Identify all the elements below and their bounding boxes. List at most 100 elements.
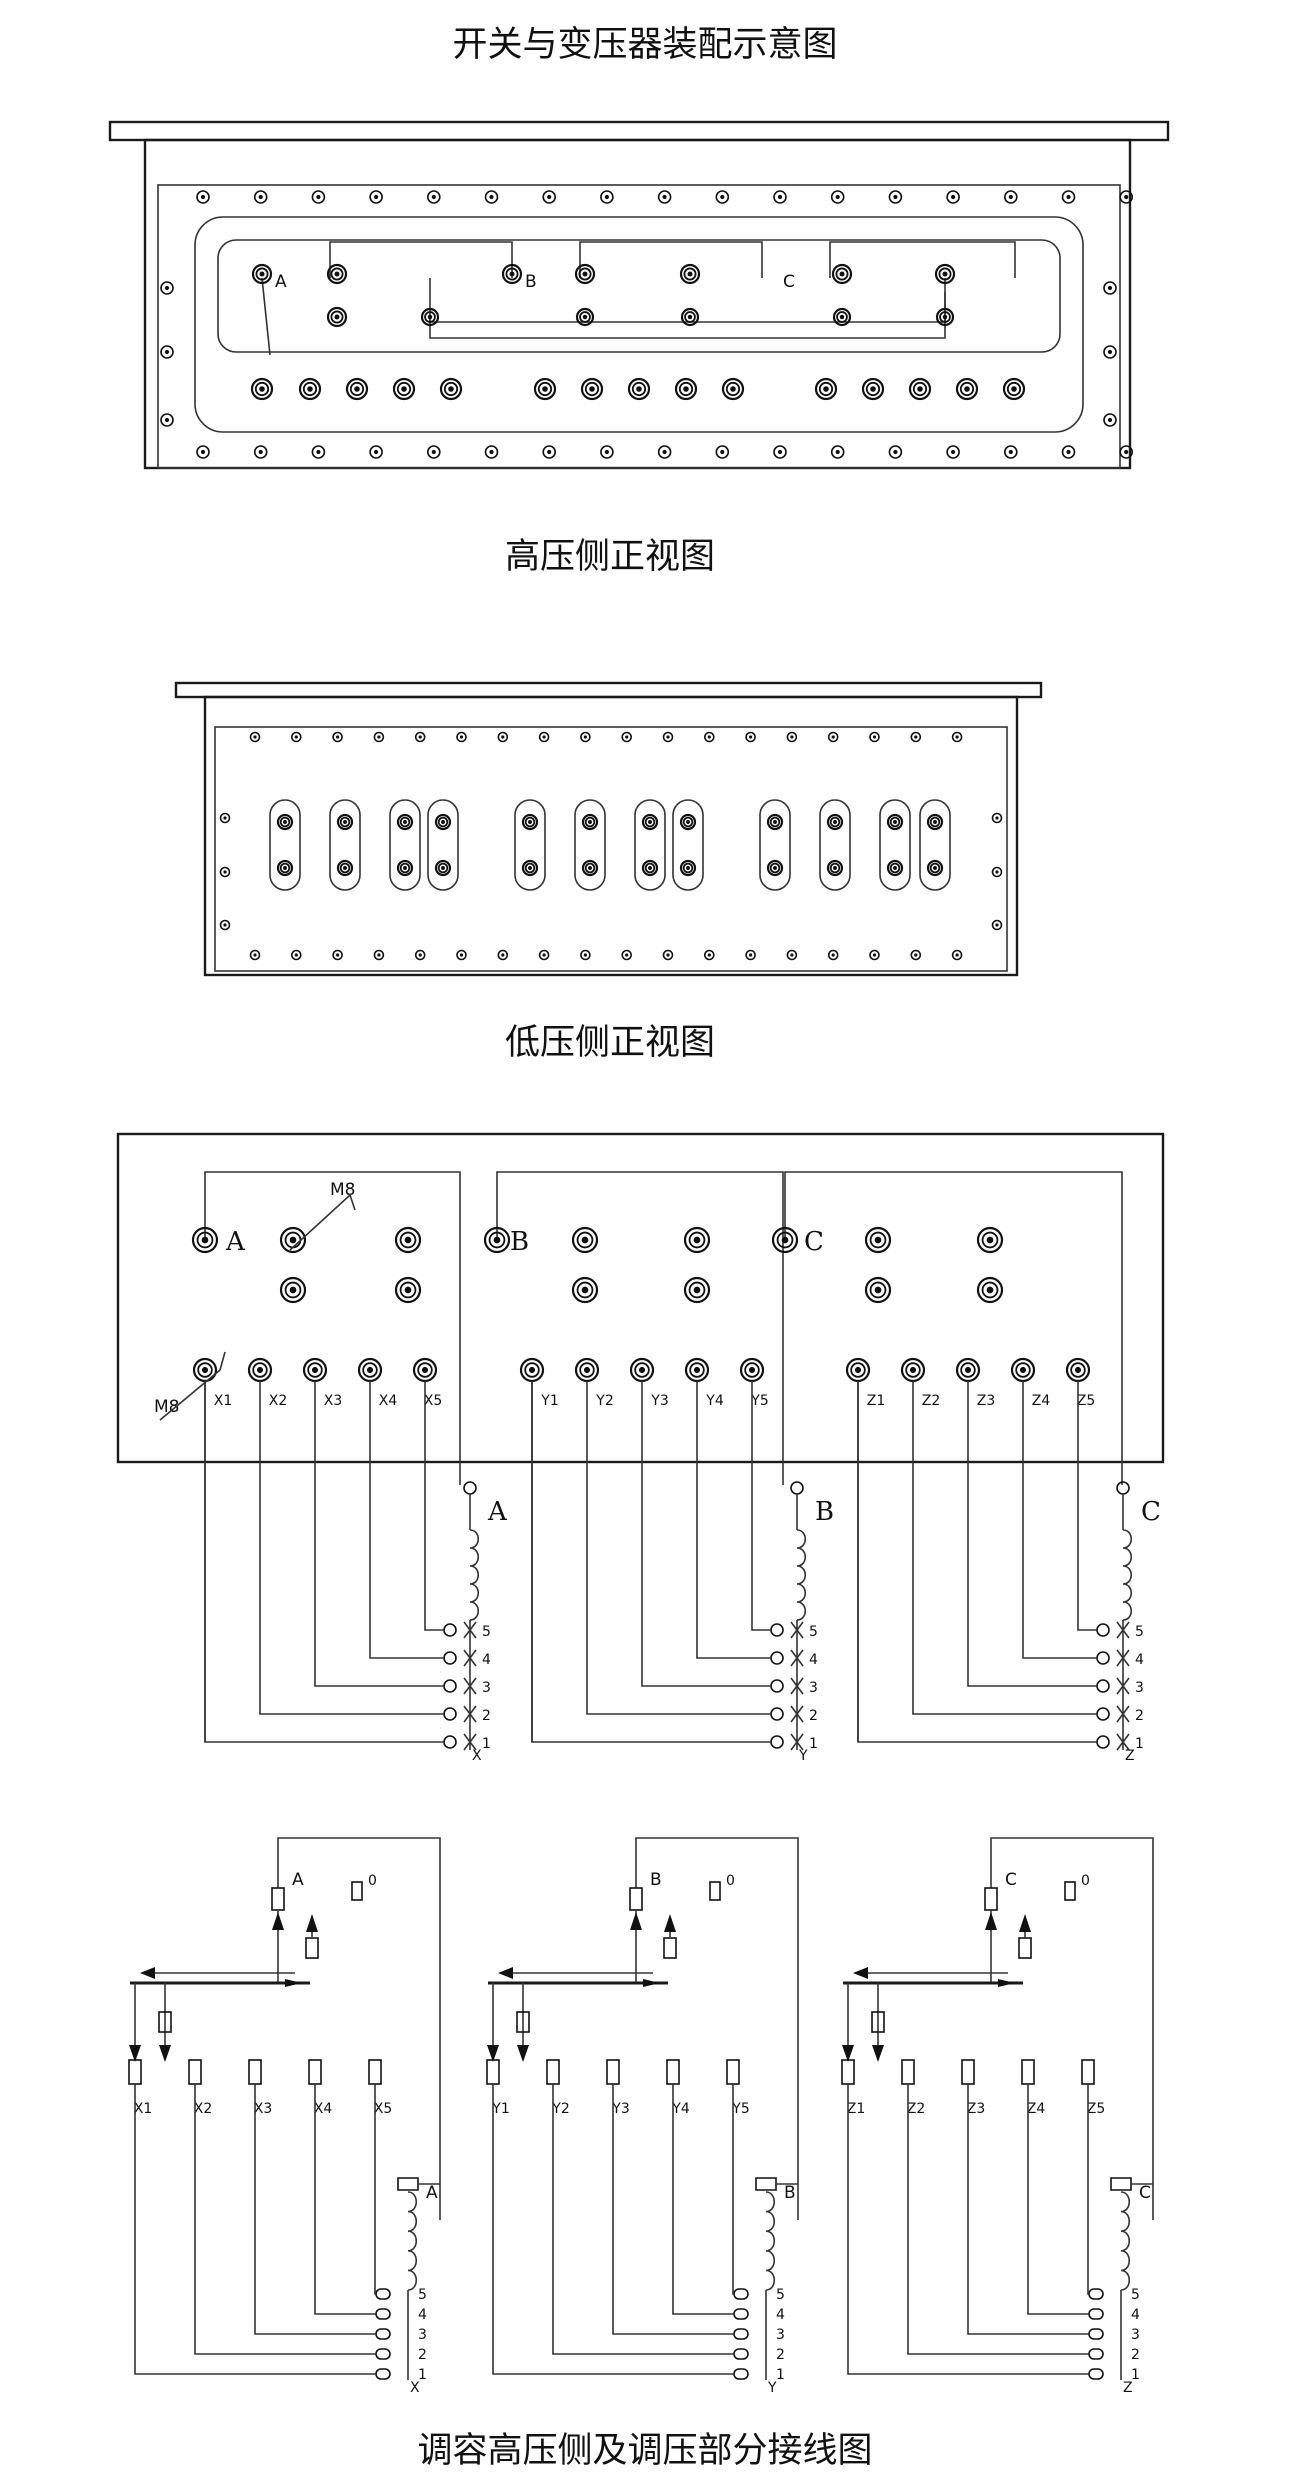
- tap-wire: [369, 1381, 444, 1659]
- tap-contact: [375, 2328, 391, 2340]
- tap-number: 1: [809, 1736, 818, 1752]
- tap-contact: [1096, 1651, 1110, 1665]
- tap-wire: [967, 1381, 1097, 1687]
- slot-terminal: [826, 859, 844, 877]
- slot-terminal: [886, 859, 904, 877]
- high-terminal: [680, 307, 700, 327]
- tap-terminal: [900, 1357, 926, 1383]
- tap-fuse: [901, 2059, 915, 2085]
- mid-terminal: [864, 1276, 892, 1304]
- bolt-label-lower: M8: [154, 1397, 179, 1417]
- mid-terminal: [394, 1276, 422, 1304]
- winding-phase-label: C: [1141, 1497, 1161, 1527]
- tap-wire: [907, 2084, 1089, 2355]
- mid-terminal: [683, 1276, 711, 1304]
- lower-bolt: [814, 377, 838, 401]
- tap-label: Z3: [977, 1393, 996, 1409]
- tap-contact: [1088, 2288, 1104, 2300]
- arrow-up: [630, 1912, 642, 1930]
- perimeter-bolt: [1103, 345, 1117, 359]
- perimeter-bolt: [542, 445, 557, 459]
- lower-bolt: [392, 377, 416, 401]
- tap-contact: [1088, 2368, 1104, 2380]
- tap-contact: [733, 2328, 749, 2340]
- tap-label: X1: [214, 1393, 233, 1409]
- high-side-front-view: A B C: [108, 120, 1170, 470]
- arrow-up: [306, 1914, 318, 1932]
- coil-winding: [407, 2191, 418, 2291]
- high-perimeter-bolts-side: [160, 281, 1117, 427]
- tap-number: 3: [418, 2327, 427, 2343]
- tap-number: 3: [482, 1680, 491, 1696]
- tap-label: Z1: [847, 2101, 866, 2117]
- perimeter-bolt: [497, 731, 509, 743]
- tap-fuse: [248, 2059, 262, 2085]
- winding-phase-label: A: [487, 1497, 508, 1527]
- tap-wire: [259, 1381, 444, 1715]
- lower-bolt: [345, 377, 369, 401]
- tap-number: 5: [1135, 1624, 1144, 1640]
- perimeter-bolt: [830, 190, 845, 204]
- terminal-slot: [329, 799, 361, 891]
- tap-wire: [492, 2084, 734, 2375]
- tap-contact: [770, 1651, 784, 1665]
- tap-wire: [134, 2084, 376, 2375]
- slot-terminal: [336, 813, 354, 831]
- low-side-caption: 低压侧正视图: [505, 1023, 715, 1063]
- zero-label: 0: [368, 1873, 377, 1889]
- perimeter-bolt: [484, 190, 499, 204]
- low-side-front-view: [174, 681, 1043, 977]
- lower-bolt: [298, 377, 322, 401]
- tap-terminal: [1010, 1357, 1036, 1383]
- tap-number: 4: [776, 2307, 785, 2323]
- mid-terminal: [864, 1226, 892, 1254]
- tap-wire: [314, 1381, 444, 1687]
- tap-label: X2: [194, 2101, 213, 2117]
- tap-number: 5: [809, 1624, 818, 1640]
- arrow-down: [872, 2045, 884, 2062]
- lower-bolt: [627, 377, 651, 401]
- perimeter-bolt: [580, 731, 591, 743]
- phase-terminal: [771, 1226, 799, 1254]
- perimeter-bolt: [703, 949, 715, 961]
- perimeter-bolt: [426, 190, 441, 204]
- tap-number: 4: [482, 1652, 491, 1668]
- perimeter-bolt: [538, 949, 550, 961]
- high-label-b: B: [525, 272, 537, 292]
- perimeter-bolt: [786, 949, 798, 961]
- tap-contact: [733, 2368, 749, 2380]
- perimeter-bolt: [290, 949, 302, 961]
- tap-label: X2: [269, 1393, 288, 1409]
- perimeter-bolt: [249, 731, 261, 743]
- top-board-label-a: A: [225, 1227, 246, 1257]
- terminal-slot: [514, 799, 546, 891]
- slot-terminal: [766, 859, 784, 877]
- perimeter-bolt: [662, 731, 674, 743]
- tap-label: Y4: [671, 2101, 690, 2117]
- tap-label: Z4: [1032, 1393, 1051, 1409]
- perimeter-bolt: [580, 949, 591, 961]
- terminal-slot: [269, 799, 301, 891]
- high-terminal: [934, 263, 956, 285]
- tap-contact: [1096, 1623, 1110, 1637]
- arrow-right: [285, 1979, 302, 1987]
- tap-terminal: [247, 1357, 273, 1383]
- tap-contact: [443, 1735, 457, 1749]
- tap-wire: [732, 2084, 734, 2295]
- lead-terminal: [1116, 1481, 1130, 1495]
- tap-contact: [443, 1707, 457, 1721]
- perimeter-bolt: [253, 445, 268, 459]
- perimeter-bolt: [538, 731, 550, 743]
- perimeter-bolt: [497, 949, 509, 961]
- tap-label: X5: [374, 2101, 393, 2117]
- tap-wire: [314, 2084, 376, 2315]
- lead-terminal: [790, 1481, 804, 1495]
- perimeter-bolt: [414, 731, 426, 743]
- tap-label: Y3: [650, 1393, 668, 1409]
- tap-contact: [1096, 1679, 1110, 1693]
- tap-contact: [443, 1651, 457, 1665]
- feed-wire: [990, 1837, 1154, 2220]
- perimeter-bolt: [1119, 445, 1133, 459]
